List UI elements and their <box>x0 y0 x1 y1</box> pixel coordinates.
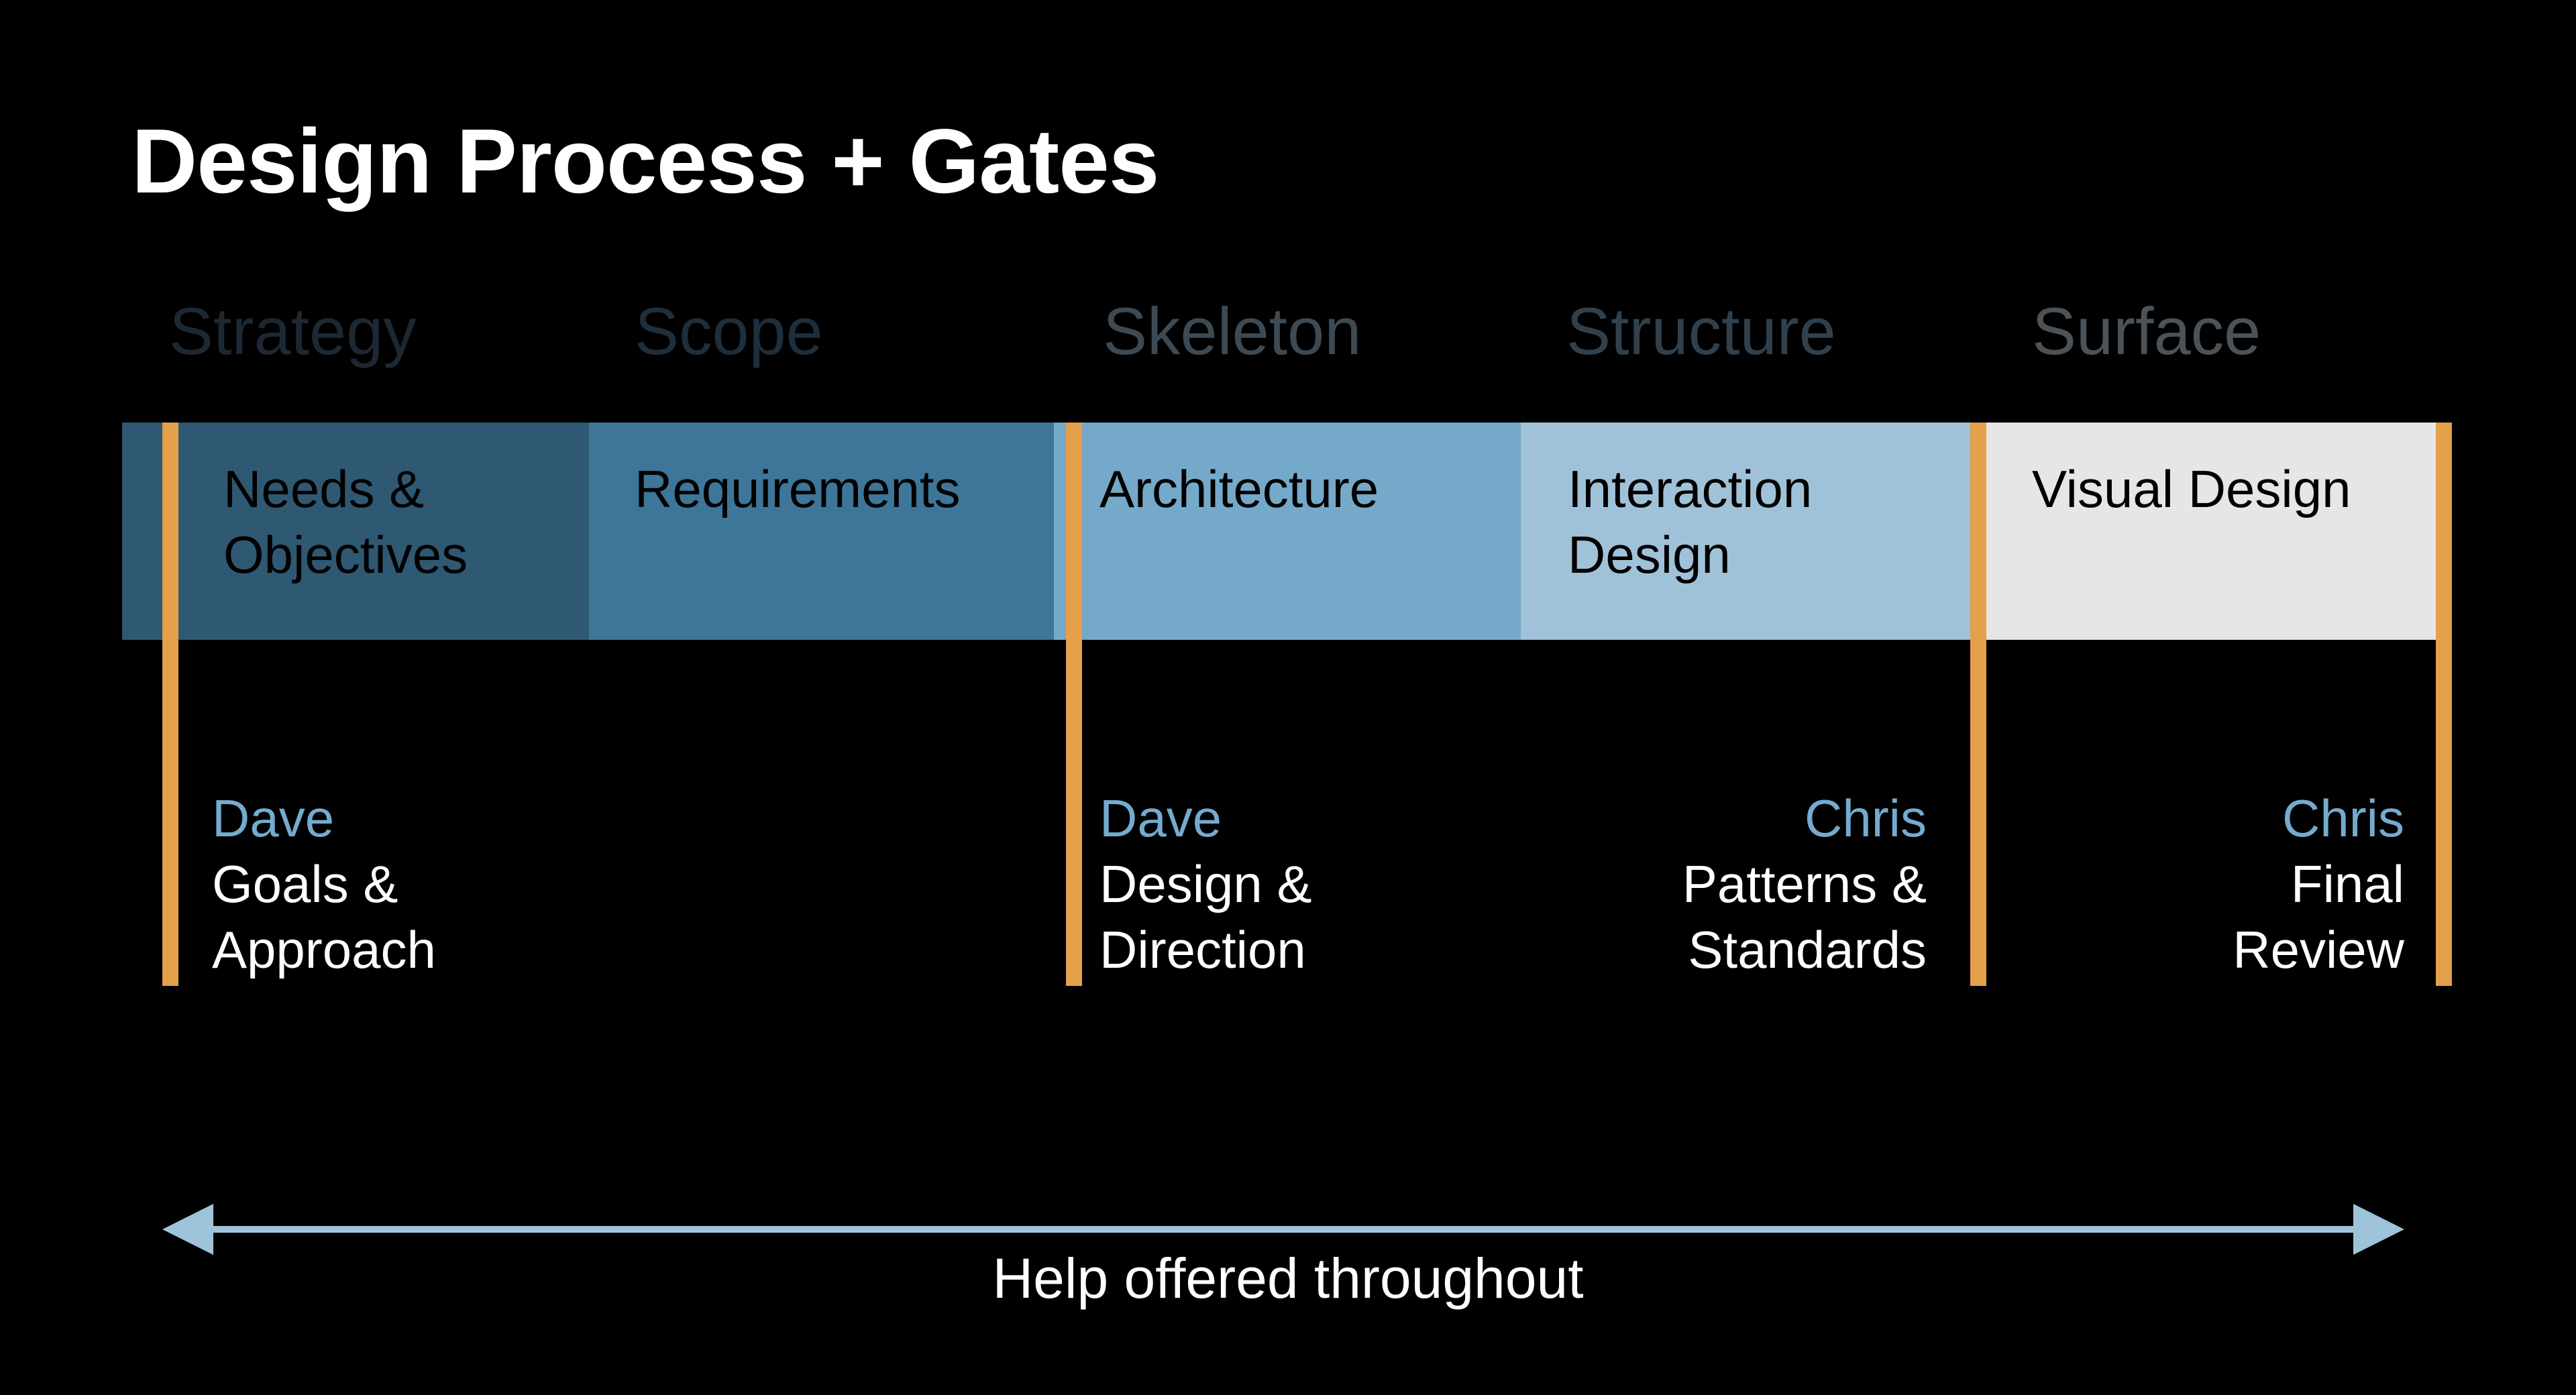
stage-needs-objectives <box>122 423 589 640</box>
heading-structure: Structure <box>1566 294 1836 368</box>
heading-skeleton: Skeleton <box>1103 294 1362 368</box>
gate-text-design-direction: Dave Design & Direction <box>1099 785 1312 983</box>
gate-owner: Dave <box>1099 789 1222 848</box>
gate-text-goals-approach: Dave Goals & Approach <box>212 785 436 983</box>
gate-desc-line: Final <box>2290 854 2404 913</box>
stage-architecture <box>1054 423 1521 640</box>
gate-marker-1 <box>162 423 178 986</box>
arrow-head-right-icon <box>2353 1204 2404 1255</box>
arrow-head-left-icon <box>162 1204 213 1255</box>
stage-label-architecture: Architecture <box>1099 459 1379 518</box>
stage-visual-design <box>1986 423 2436 640</box>
slide-title: Design Process + Gates <box>131 110 1159 212</box>
stage-label-needs-objectives: Needs & Objectives <box>223 459 468 584</box>
gate-desc-line: Goals & <box>212 854 398 913</box>
gate-desc-line: Design & <box>1099 854 1312 913</box>
heading-strategy: Strategy <box>169 294 417 368</box>
gate-marker-4 <box>2436 423 2452 986</box>
stage-label-visual-design: Visual Design <box>2032 459 2351 518</box>
stage-interaction-design <box>1521 423 1986 640</box>
arrow-shaft <box>213 1226 2353 1233</box>
gate-text-final-review: Chris Final Review <box>2233 785 2404 983</box>
gate-owner: Chris <box>2282 789 2404 848</box>
heading-scope: Scope <box>635 294 823 368</box>
help-offered-label: Help offered throughout <box>992 1247 1584 1310</box>
gate-owner: Chris <box>1804 789 1927 848</box>
stage-label-requirements: Requirements <box>635 459 961 518</box>
gate-text-patterns-standards: Chris Patterns & Standards <box>1682 785 1927 983</box>
stage-label-interaction-design: Interaction Design <box>1568 459 1813 584</box>
gate-desc-line: Patterns & <box>1682 854 1927 913</box>
stage-requirements <box>589 423 1054 640</box>
gate-owner: Dave <box>212 789 335 848</box>
gate-desc-line: Approach <box>212 920 436 979</box>
gate-desc-line: Review <box>2233 920 2404 979</box>
gate-marker-2 <box>1066 423 1082 986</box>
heading-surface: Surface <box>2032 294 2261 368</box>
gate-marker-3 <box>1970 423 1986 986</box>
gate-desc-line: Standards <box>1688 920 1927 979</box>
gate-desc-line: Direction <box>1099 920 1306 979</box>
